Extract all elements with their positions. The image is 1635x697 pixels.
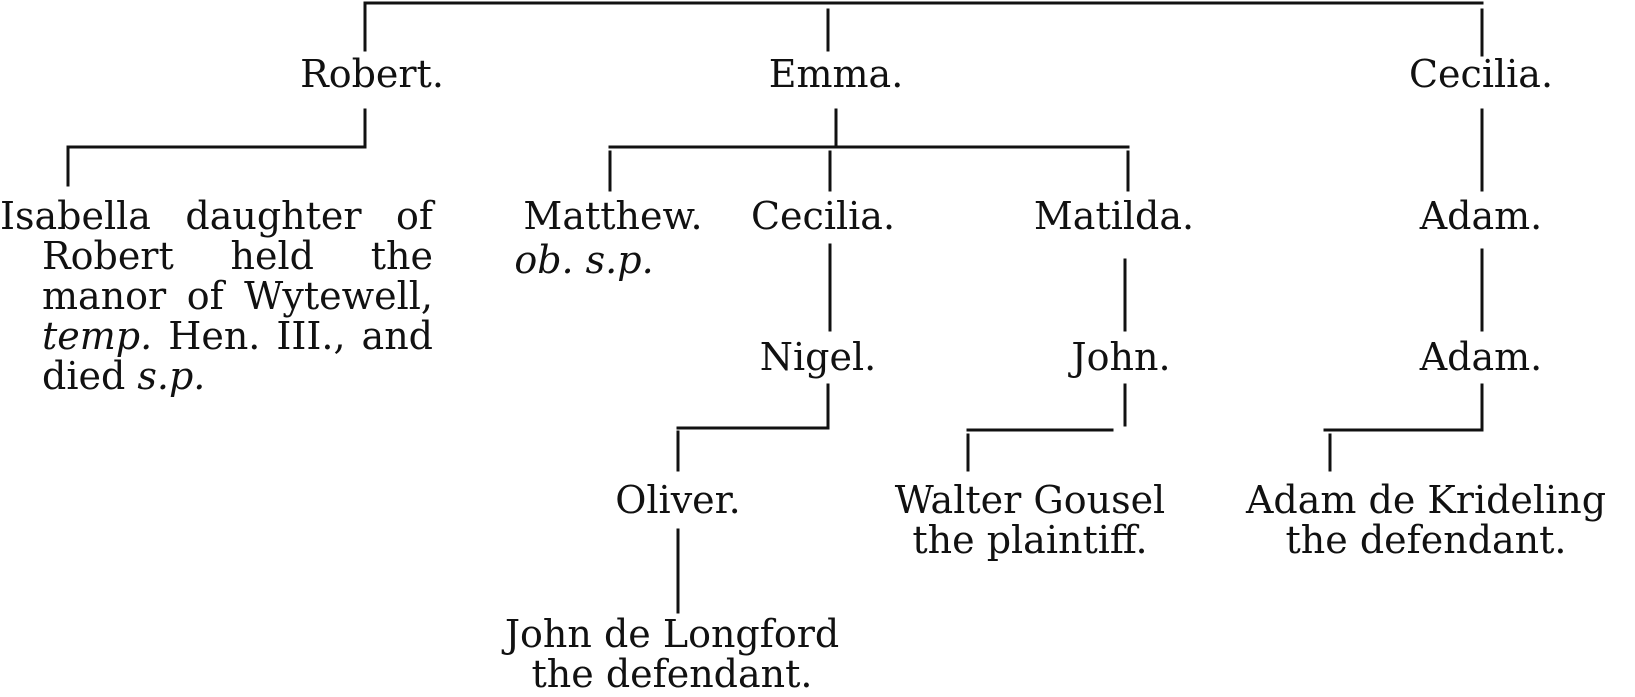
isabella-line-2: Robert held the (42, 234, 433, 278)
person-robert: Robert. (300, 52, 444, 96)
person-cecilia-top: Cecilia. (1408, 52, 1554, 96)
person-nigel: Nigel. (759, 335, 877, 379)
adam-k-role: the defendant. (1285, 518, 1567, 562)
john-l-role: the defendant. (531, 652, 813, 696)
person-matthew: Matthew. (523, 194, 703, 238)
adam-k-name: Adam de Krideling (1245, 478, 1607, 522)
matthew-ob-sp: ob. s.p. (514, 238, 654, 282)
john-l-name: John de Longford (504, 612, 840, 656)
isabella-line-1: Isabella daughter of (0, 194, 433, 238)
person-john: John. (1071, 335, 1171, 379)
person-john-de-longford: John de Longford the defendant. (505, 614, 839, 694)
person-emma: Emma. (768, 52, 904, 96)
walter-name: Walter Gousel (894, 478, 1166, 522)
person-walter-gousel: Walter Gousel the plaintiff. (895, 480, 1165, 560)
person-matilda: Matilda. (1033, 194, 1195, 238)
isabella-line-5: died s.p. (0, 356, 433, 396)
isabella-line-4-rest: Hen. III., and (152, 314, 433, 358)
isabella-died: died (42, 354, 138, 398)
person-adam-2: Adam. (1419, 335, 1543, 379)
matthew-note: ob. s.p. (514, 240, 653, 280)
person-adam-1: Adam. (1419, 194, 1543, 238)
person-isabella: Isabella daughter of Robert held the man… (0, 196, 433, 396)
isabella-line-3: manor of Wytewell, (42, 274, 433, 318)
person-oliver: Oliver. (615, 478, 741, 522)
walter-role: the plaintiff. (912, 518, 1148, 562)
person-cecilia-mid: Cecilia. (750, 194, 896, 238)
person-adam-de-krideling: Adam de Krideling the defendant. (1246, 480, 1606, 560)
isabella-temp: temp. (42, 314, 153, 358)
isabella-sp: s.p. (137, 354, 206, 398)
isabella-line-4: temp. Hen. III., and (0, 316, 433, 356)
